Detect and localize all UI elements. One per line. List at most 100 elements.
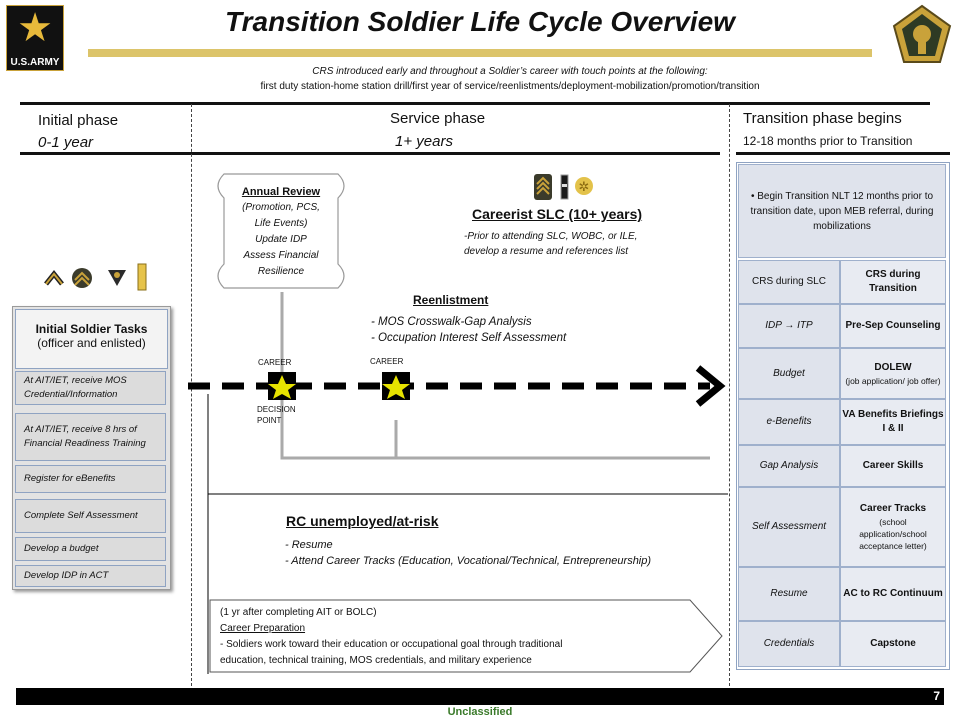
initial-phase-label: Initial phase xyxy=(38,112,119,129)
classification-label: Unclassified xyxy=(447,706,513,718)
task-item: Develop a budget xyxy=(15,537,166,561)
army-star-icon: ★ xyxy=(17,6,53,50)
task-item: Develop IDP in ACT xyxy=(15,565,166,587)
reenlistment-line: - Occupation Interest Self Assessment xyxy=(371,332,567,344)
table-cell-right-sub: (job application/ job offer) xyxy=(845,375,941,386)
table-header-left: CRS during SLC xyxy=(738,260,840,304)
table-cell-right-main: Career Tracks xyxy=(859,503,927,514)
transition-phase-label: Transition phase begins xyxy=(743,110,902,127)
annual-review-title: Annual Review xyxy=(241,186,321,198)
private-rank-icon xyxy=(44,269,64,286)
senior-rank-icons: ✲ xyxy=(534,174,593,200)
decision-point-line: DECISION xyxy=(257,405,296,414)
annual-review-line: Assess Financial xyxy=(243,250,319,261)
table-cell-right: Capstone xyxy=(840,621,946,667)
phase-divider-right xyxy=(729,104,730,686)
service-phase-label: Service phase xyxy=(390,110,486,127)
careerist-line: -Prior to attending SLC, WOBC, or ILE, xyxy=(464,231,638,242)
phase-bottom-rule-right xyxy=(736,152,950,155)
tasks-header-title: Initial Soldier Tasks xyxy=(35,322,148,336)
table-cell-left: e-Benefits xyxy=(738,399,840,445)
table-header-right: CRS during Transition xyxy=(840,260,946,304)
tasks-header: Initial Soldier Tasks (officer and enlis… xyxy=(15,309,168,369)
rc-line: - Resume xyxy=(285,539,333,551)
annual-review-line: Resilience xyxy=(257,266,305,277)
page-title: Transition Soldier Life Cycle Overview xyxy=(225,6,735,37)
table-cell-right-sub: (school application/school acceptance le… xyxy=(859,517,927,551)
annual-review-line: (Promotion, PCS, xyxy=(242,202,320,213)
reenlistment-line: - MOS Crosswalk-Gap Analysis xyxy=(371,316,532,328)
career-label-1: CAREER xyxy=(258,358,292,367)
page-number: 7 xyxy=(933,689,940,703)
rc-unemployed-text: - Resume - Attend Career Tracks (Educati… xyxy=(285,537,651,569)
subtitle-line-2: first duty station-home station drill/fi… xyxy=(260,81,760,92)
initial-phase-duration: 0-1 year xyxy=(38,134,94,151)
table-row: Gap Analysis Career Skills xyxy=(738,445,946,487)
table-cell-left: Resume xyxy=(738,567,840,621)
decision-point-line: POINT xyxy=(257,416,282,425)
task-item: Complete Self Assessment xyxy=(15,499,166,533)
phase-bottom-rule xyxy=(20,152,720,155)
reenlistment-title: Reenlistment xyxy=(413,293,489,307)
table-cell-left: Budget xyxy=(738,348,840,399)
careerist-slc-title: Careerist SLC (10+ years) xyxy=(472,206,643,222)
prep-line: education, technical training, MOS crede… xyxy=(220,655,532,666)
careerist-slc-text: -Prior to attending SLC, WOBC, or ILE, d… xyxy=(464,229,724,259)
table-cell-right: Pre-Sep Counseling xyxy=(840,304,946,348)
tasks-header-subtitle: (officer and enlisted) xyxy=(37,336,146,350)
career-path-arrowhead xyxy=(695,365,726,407)
table-cell-right-main: DOLEW xyxy=(874,361,912,373)
table-cell-left: Self Assessment xyxy=(738,487,840,567)
us-army-logo: ★ U.S.ARMY xyxy=(6,5,64,71)
transition-begin-note: • Begin Transition NLT 12 months prior t… xyxy=(738,164,946,258)
table-cell-left: IDP → ITP xyxy=(738,304,840,348)
task-item: At AIT/IET, receive MOS Credential/Infor… xyxy=(15,371,166,405)
table-row: Self Assessment Career Tracks (school ap… xyxy=(738,487,946,567)
transition-table: • Begin Transition NLT 12 months prior t… xyxy=(736,162,950,670)
table-cell-right: DOLEW (job application/ job offer) xyxy=(840,348,946,399)
rc-line: - Attend Career Tracks (Education, Vocat… xyxy=(285,555,652,567)
title-underline xyxy=(88,49,872,57)
table-cell-left: Gap Analysis xyxy=(738,445,840,487)
task-item: At AIT/IET, receive 8 hrs of Financial R… xyxy=(15,413,166,461)
reenlistment-text: - MOS Crosswalk-Gap Analysis - Occupatio… xyxy=(371,314,566,346)
annual-review-shape xyxy=(217,173,345,289)
warrant-officer-bar-icon xyxy=(560,174,569,200)
sergeant-first-class-icon xyxy=(534,174,552,200)
career-label-2: CAREER xyxy=(370,357,404,366)
initial-soldier-tasks-panel: Initial Soldier Tasks (officer and enlis… xyxy=(12,306,171,590)
table-cell-left: Credentials xyxy=(738,621,840,667)
table-cell-right: VA Benefits Briefings I & II xyxy=(840,399,946,445)
table-row: e-Benefits VA Benefits Briefings I & II xyxy=(738,399,946,445)
service-phase-duration: 1+ years xyxy=(395,133,453,150)
table-row: Resume AC to RC Continuum xyxy=(738,567,946,621)
table-cell-right: AC to RC Continuum xyxy=(840,567,946,621)
warrant-officer-rank-icon xyxy=(108,270,126,286)
army-logo-text: U.S.ARMY xyxy=(10,57,60,68)
career-decision-star-2 xyxy=(382,372,410,400)
rc-unemployed-title: RC unemployed/at-risk xyxy=(286,513,439,529)
prep-line: (1 yr after completing AIT or BOLC) xyxy=(220,607,377,618)
career-decision-star-1 xyxy=(268,372,296,400)
subtitle-line-1: CRS introduced early and throughout a So… xyxy=(312,66,708,77)
lieutenant-rank-icon xyxy=(137,263,147,291)
svg-text:✲: ✲ xyxy=(579,180,590,195)
phase-divider-left xyxy=(191,104,192,686)
annual-review-line: Update IDP xyxy=(255,234,307,245)
transition-phase-duration: 12-18 months prior to Transition xyxy=(743,134,913,148)
table-row: IDP → ITP Pre-Sep Counseling xyxy=(738,304,946,348)
careerist-line: develop a resume and references list xyxy=(464,246,628,257)
service-feedback-line xyxy=(280,390,710,460)
career-timeline xyxy=(188,292,728,674)
decision-point-label: DECISION POINT xyxy=(257,404,296,426)
table-row: Credentials Capstone xyxy=(738,621,946,667)
task-item: Register for eBenefits xyxy=(15,465,166,493)
annual-review-line: Life Events) xyxy=(254,218,308,229)
ncos-emblem-icon xyxy=(892,4,952,63)
annual-review-callout: Annual Review (Promotion, PCS, Life Even… xyxy=(210,172,352,290)
table-cell-right: Career Tracks (school application/school… xyxy=(840,487,946,567)
sergeant-rank-icon xyxy=(72,268,92,288)
prep-line: - Soldiers work toward their education o… xyxy=(220,639,563,650)
table-header-row: CRS during SLC CRS during Transition xyxy=(738,260,946,304)
career-preparation-shape xyxy=(209,599,723,673)
